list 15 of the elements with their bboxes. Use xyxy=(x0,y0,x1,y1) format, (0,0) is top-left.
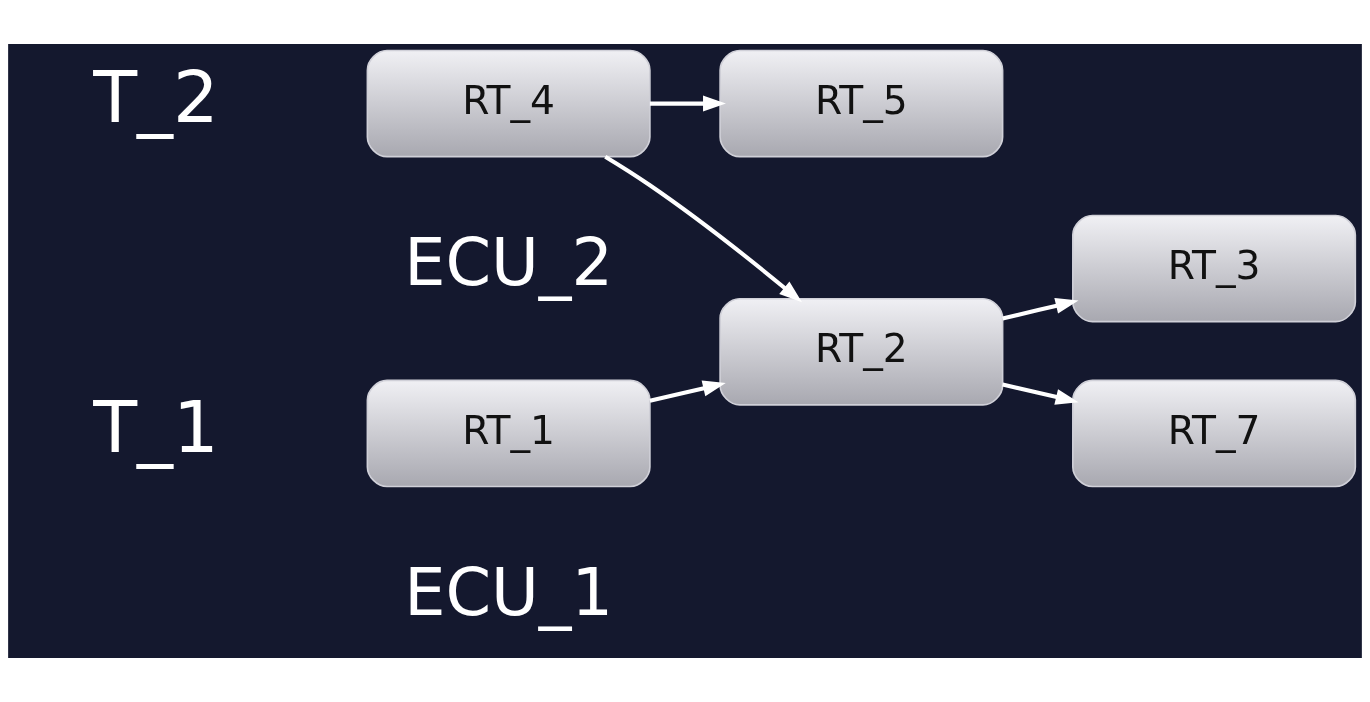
node-box: RT_2 xyxy=(719,297,1004,406)
node-box: RT_7 xyxy=(1072,379,1357,488)
arrow xyxy=(1002,382,1079,405)
label: T_1 xyxy=(93,384,219,469)
label: T_2 xyxy=(93,54,219,139)
arrow xyxy=(1002,297,1079,321)
node-box: RT_1 xyxy=(366,379,651,488)
arrow xyxy=(649,380,726,403)
label: ECU_1 xyxy=(404,553,614,630)
node-box: RT_4 xyxy=(366,49,651,158)
node-box: RT_3 xyxy=(1072,214,1357,323)
arrow xyxy=(649,95,726,112)
label: ECU_2 xyxy=(404,223,614,300)
arrow xyxy=(604,154,802,303)
node-box: RT_5 xyxy=(719,49,1004,158)
